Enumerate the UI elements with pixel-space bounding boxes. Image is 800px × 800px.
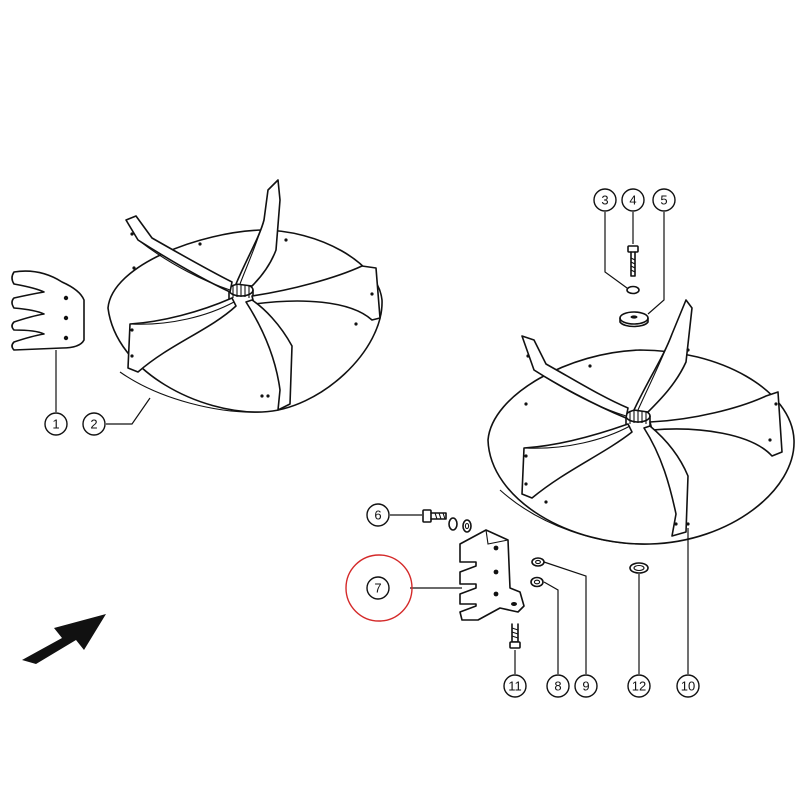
hub-cap-part (619, 311, 649, 328)
vertical-bolt-part (509, 623, 521, 649)
callout-8: 8 (546, 674, 570, 698)
callout-label: 7 (374, 581, 381, 596)
lower-washer-part (629, 562, 649, 574)
callout-label: 4 (629, 193, 636, 208)
washer-part (530, 576, 544, 588)
callout-label: 3 (601, 193, 608, 208)
horizontal-bolt-part (422, 509, 472, 533)
callout-label: 11 (508, 679, 522, 694)
callout-label: 6 (374, 508, 381, 523)
callout-label: 9 (582, 679, 589, 694)
callout-1: 1 (44, 412, 68, 436)
leader-lines (55, 212, 689, 674)
callout-label: 10 (681, 679, 695, 694)
callout-label: 8 (554, 679, 561, 694)
callout-12: 12 (627, 674, 651, 698)
highlight-ring (345, 554, 413, 622)
nut-part (531, 557, 545, 567)
callout-6: 6 (366, 503, 390, 527)
callout-label: 1 (52, 417, 59, 432)
left-fan-wheel (107, 179, 383, 413)
callout-9: 9 (574, 674, 598, 698)
callout-4: 4 (621, 188, 645, 212)
right-fan-wheel (487, 299, 795, 545)
callout-7: 7 (366, 576, 390, 600)
top-bolt-part (627, 245, 639, 277)
callout-2: 2 (82, 412, 106, 436)
callout-label: 5 (660, 193, 667, 208)
callout-10: 10 (676, 674, 700, 698)
direction-arrow-icon (22, 614, 106, 664)
top-washer-part (626, 285, 640, 295)
callout-label: 2 (90, 417, 97, 432)
fork-bracket-part-right (459, 529, 525, 621)
callout-11: 11 (503, 674, 527, 698)
callout-5: 5 (652, 188, 676, 212)
callout-3: 3 (593, 188, 617, 212)
callout-label: 12 (632, 679, 646, 694)
fork-bracket-part (11, 270, 85, 351)
